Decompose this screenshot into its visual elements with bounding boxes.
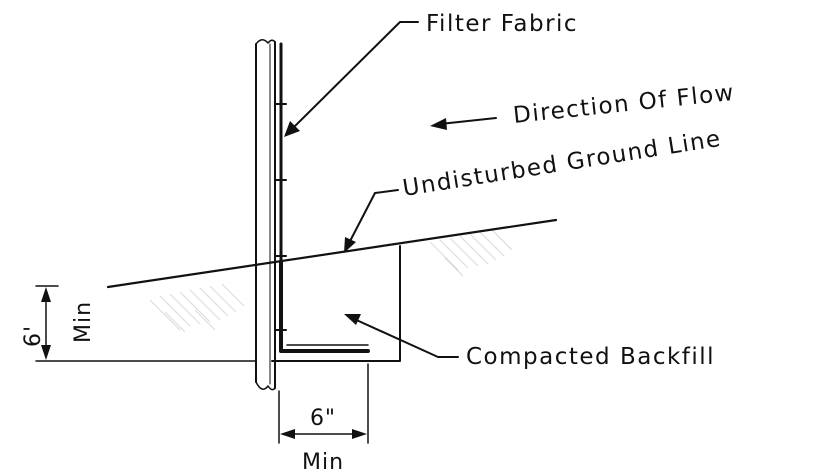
compacted-backfill-label: Compacted Backfill bbox=[466, 344, 715, 370]
filter-fabric-label: Filter Fabric bbox=[426, 11, 578, 37]
ground-line bbox=[106, 218, 558, 289]
flow-direction-arrow bbox=[430, 118, 447, 130]
ground-line-callout: Undisturbed Ground Line bbox=[344, 126, 723, 253]
filter-fabric-leader bbox=[291, 21, 419, 130]
dimension-arrow-left bbox=[280, 429, 295, 439]
horizontal-dimension: 6" Min bbox=[278, 363, 369, 475]
soil-hatch-right bbox=[429, 229, 513, 277]
backfill-leader bbox=[351, 317, 459, 358]
ground-line-leader bbox=[347, 189, 399, 246]
horizontal-dimension-value: 6" bbox=[310, 406, 336, 431]
vertical-dimension-min: Min bbox=[71, 301, 96, 343]
dimension-arrow-up bbox=[41, 287, 51, 302]
filter-fabric-arrow bbox=[284, 121, 300, 137]
dimension-arrow-down bbox=[41, 345, 51, 360]
backfill-callout: Compacted Backfill bbox=[344, 314, 715, 370]
fabric-bottom-flap bbox=[279, 260, 370, 353]
ground-line-arrow bbox=[344, 237, 356, 253]
flow-direction-arrow-line bbox=[439, 117, 497, 125]
dimension-arrow-right bbox=[352, 429, 367, 439]
horizontal-dimension-min: Min bbox=[302, 450, 344, 475]
flow-direction-callout: Direction Of Flow bbox=[430, 80, 736, 130]
vertical-dimension: 6' Min bbox=[21, 285, 257, 362]
fence-post bbox=[255, 39, 276, 391]
undisturbed-ground-line-label: Undisturbed Ground Line bbox=[401, 126, 724, 202]
backfill-trench-outline bbox=[271, 245, 401, 362]
backfill-arrow bbox=[344, 314, 361, 325]
soil-hatch-left bbox=[149, 283, 245, 333]
filter-fabric bbox=[275, 42, 287, 331]
direction-of-flow-label: Direction Of Flow bbox=[512, 80, 736, 129]
soil-hatching bbox=[149, 229, 513, 333]
vertical-dimension-value: 6' bbox=[21, 325, 46, 347]
filter-fabric-callout: Filter Fabric bbox=[284, 11, 578, 137]
